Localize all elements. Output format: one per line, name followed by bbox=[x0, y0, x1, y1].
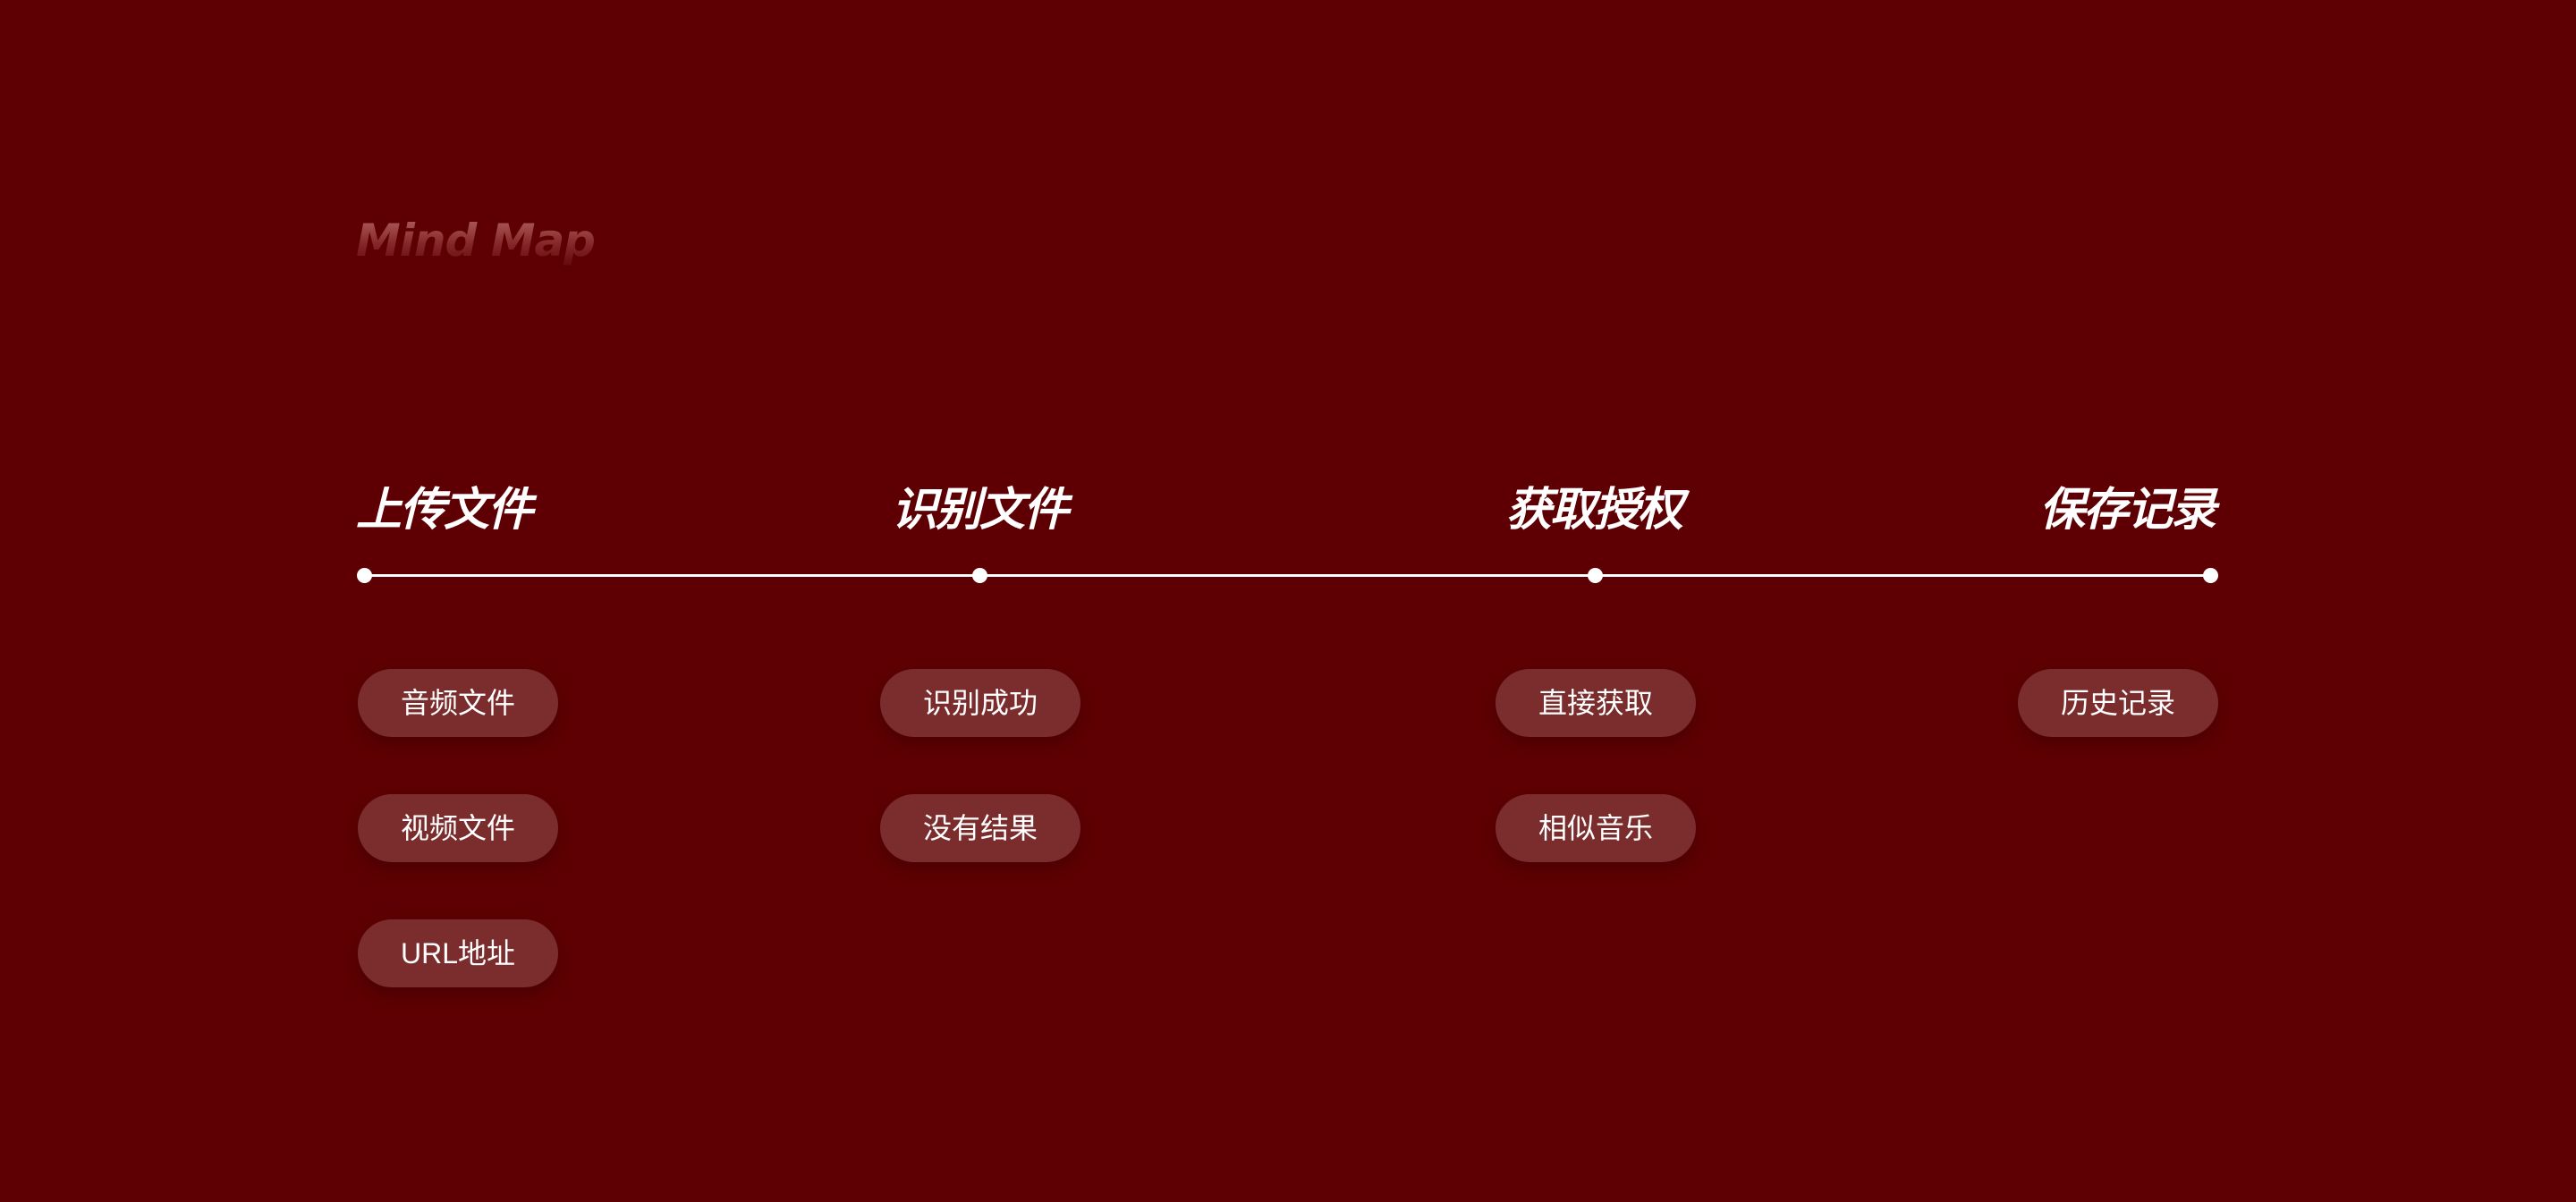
timeline-node bbox=[2203, 568, 2218, 583]
timeline-node bbox=[972, 568, 987, 583]
pill-url-address: URL地址 bbox=[358, 919, 558, 987]
pill-similar-music: 相似音乐 bbox=[1496, 794, 1696, 862]
stage-heading-get-authorization: 获取授权 bbox=[1506, 484, 1683, 537]
stage-heading-save-records: 保存记录 bbox=[2038, 484, 2216, 537]
pill-recognition-success: 识别成功 bbox=[880, 669, 1080, 737]
timeline-node bbox=[1588, 568, 1603, 583]
stage-heading-recognize-files: 识别文件 bbox=[892, 484, 1069, 537]
pill-history-record: 历史记录 bbox=[2018, 669, 2218, 737]
pill-audio-file: 音频文件 bbox=[358, 669, 558, 737]
pill-video-file: 视频文件 bbox=[358, 794, 558, 862]
timeline-node bbox=[357, 568, 372, 583]
pill-direct-get: 直接获取 bbox=[1496, 669, 1696, 737]
pill-no-result: 没有结果 bbox=[880, 794, 1080, 862]
stage-heading-upload-files: 上传文件 bbox=[356, 484, 533, 537]
timeline-line bbox=[365, 574, 2211, 577]
page-title: Mind Map bbox=[356, 211, 596, 270]
